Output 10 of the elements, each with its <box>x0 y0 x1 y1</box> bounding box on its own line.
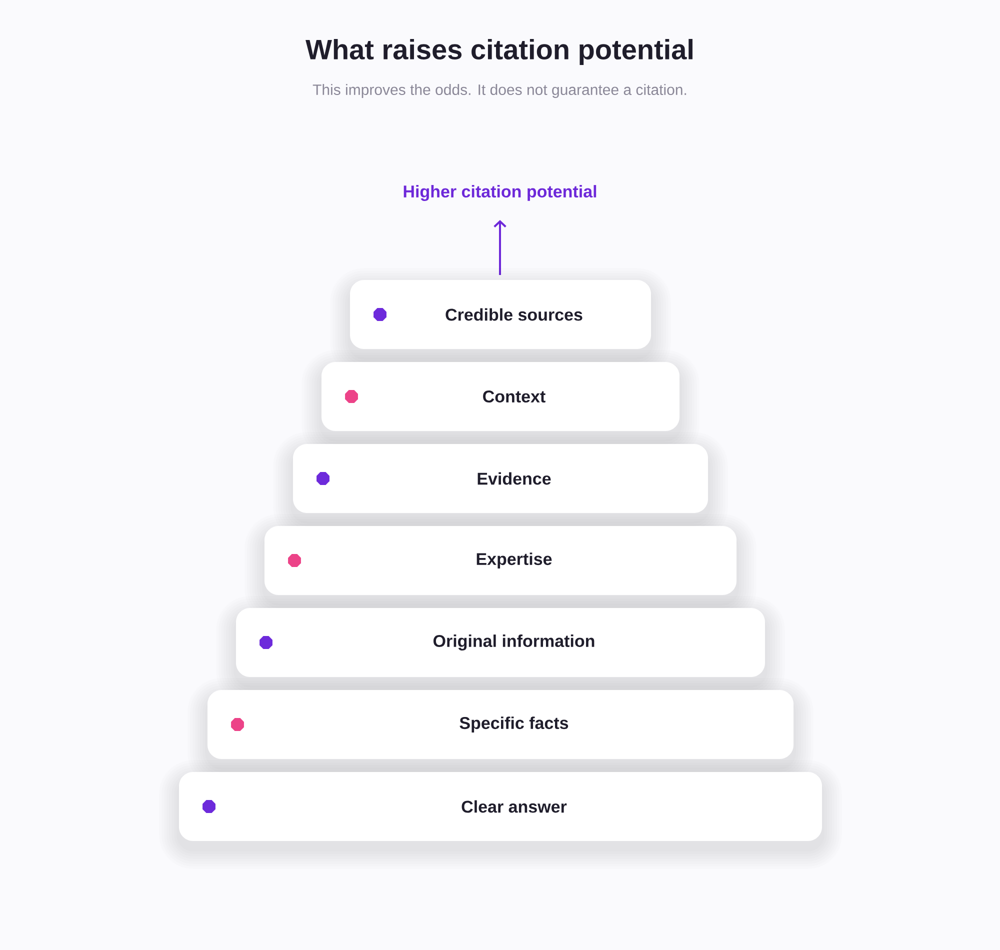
level-box: Specific facts <box>208 690 794 759</box>
level-box: Expertise <box>264 526 736 595</box>
subtitle: This improves the odds. It does not guarantee a citation. <box>312 84 686 98</box>
level-box: Credible sources <box>350 280 651 349</box>
level-box: Context <box>322 362 680 431</box>
direction-label: Higher citation potential <box>404 185 596 201</box>
title: What raises citation potential <box>306 38 692 66</box>
level-box: Clear answer <box>179 772 822 841</box>
level-box: Evidence <box>293 444 708 513</box>
level-box: Original information <box>236 608 765 677</box>
